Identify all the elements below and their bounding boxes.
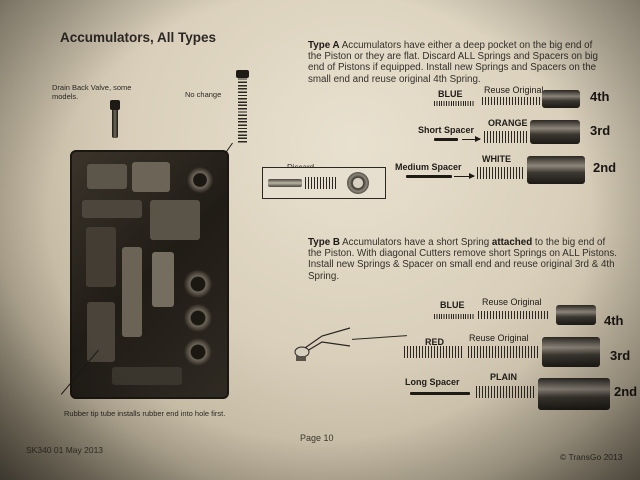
- no-change-label: No change: [185, 90, 222, 99]
- drain-back-valve-part: [112, 108, 118, 138]
- type-b-4th-gear: 4th: [604, 313, 624, 328]
- type-a-blue-label: BLUE: [438, 89, 463, 99]
- type-a-white-label: WHITE: [482, 154, 511, 164]
- type-b-blue-spring: [434, 314, 474, 319]
- type-b-2nd-gear: 2nd: [614, 384, 638, 399]
- type-b-3rd-piston: [542, 337, 600, 367]
- type-a-orange-label: ORANGE: [488, 118, 528, 128]
- footer-page-number: Page 10: [300, 433, 334, 443]
- footer-copyright: © TransGo 2013: [560, 452, 623, 462]
- type-b-red-spring: [404, 346, 464, 358]
- type-b-paragraph: Type B Accumulators have a short Spring …: [308, 237, 618, 282]
- type-a-2nd-piston: [527, 156, 585, 184]
- type-b-blue-label: BLUE: [440, 300, 465, 310]
- type-a-reuse-original-label: Reuse Original: [484, 85, 544, 95]
- type-a-short-spacer: [434, 138, 458, 141]
- type-a-row3-arrow: [454, 173, 475, 179]
- type-b-red-label: RED: [425, 337, 445, 347]
- type-a-short-spacer-label: Short Spacer: [418, 125, 475, 135]
- type-a-white-spring: [477, 167, 525, 179]
- type-a-3rd-piston: [530, 120, 580, 144]
- type-b-text-after: to the big end of the Piston. With diago…: [308, 237, 617, 282]
- type-a-heading: Type A: [308, 40, 340, 51]
- type-a-paragraph: Type A Accumulators have either a deep p…: [308, 40, 608, 85]
- type-a-4th-piston: [542, 90, 580, 108]
- diagonal-cutters-icon: [292, 318, 352, 363]
- type-b-plain-spring: [476, 386, 534, 398]
- type-a-medium-spacer-label: Medium Spacer: [395, 162, 462, 172]
- drain-back-valve-head: [110, 100, 120, 110]
- type-a-row2-arrow: [462, 136, 481, 142]
- type-a-reuse-spring: [482, 97, 540, 105]
- discard-box: [262, 167, 386, 199]
- type-a-blue-spring: [434, 101, 474, 106]
- type-a-orange-spring: [484, 131, 528, 143]
- type-a-4th-gear: 4th: [590, 89, 610, 104]
- type-b-reuse-spring-1: [478, 311, 548, 319]
- no-change-spring: [238, 75, 247, 143]
- type-b-reuse-original-label-1: Reuse Original: [482, 297, 542, 307]
- type-b-plain-label: PLAIN: [490, 372, 517, 382]
- type-b-text-before: Accumulators have a short Spring: [342, 237, 490, 248]
- type-a-3rd-gear: 3rd: [590, 123, 611, 138]
- type-a-medium-spacer: [406, 175, 452, 178]
- type-a-2nd-gear: 2nd: [593, 160, 617, 175]
- drain-back-valve-label: Drain Back Valve, some models.: [52, 83, 132, 101]
- rubber-tip-label: Rubber tip tube installs rubber end into…: [64, 409, 226, 418]
- type-b-long-spacer: [410, 392, 470, 395]
- type-b-3rd-gear: 3rd: [610, 348, 631, 363]
- valve-body-photo: [70, 150, 229, 399]
- page-title: Accumulators, All Types: [60, 30, 217, 45]
- cutters-pointer-line: [352, 335, 407, 340]
- type-a-text: Accumulators have either a deep pocket o…: [308, 40, 598, 85]
- type-b-reuse-original-label-2: Reuse Original: [469, 333, 529, 343]
- no-change-spring-cap: [236, 70, 249, 78]
- type-b-4th-piston: [556, 305, 596, 325]
- type-b-heading: Type B: [308, 237, 340, 248]
- type-b-2nd-piston: [538, 378, 610, 410]
- footer-doc-id: SK340 01 May 2013: [26, 445, 104, 455]
- type-b-bold-word: attached: [491, 237, 533, 248]
- type-b-reuse-spring-2: [468, 346, 540, 358]
- type-b-long-spacer-label: Long Spacer: [405, 377, 460, 387]
